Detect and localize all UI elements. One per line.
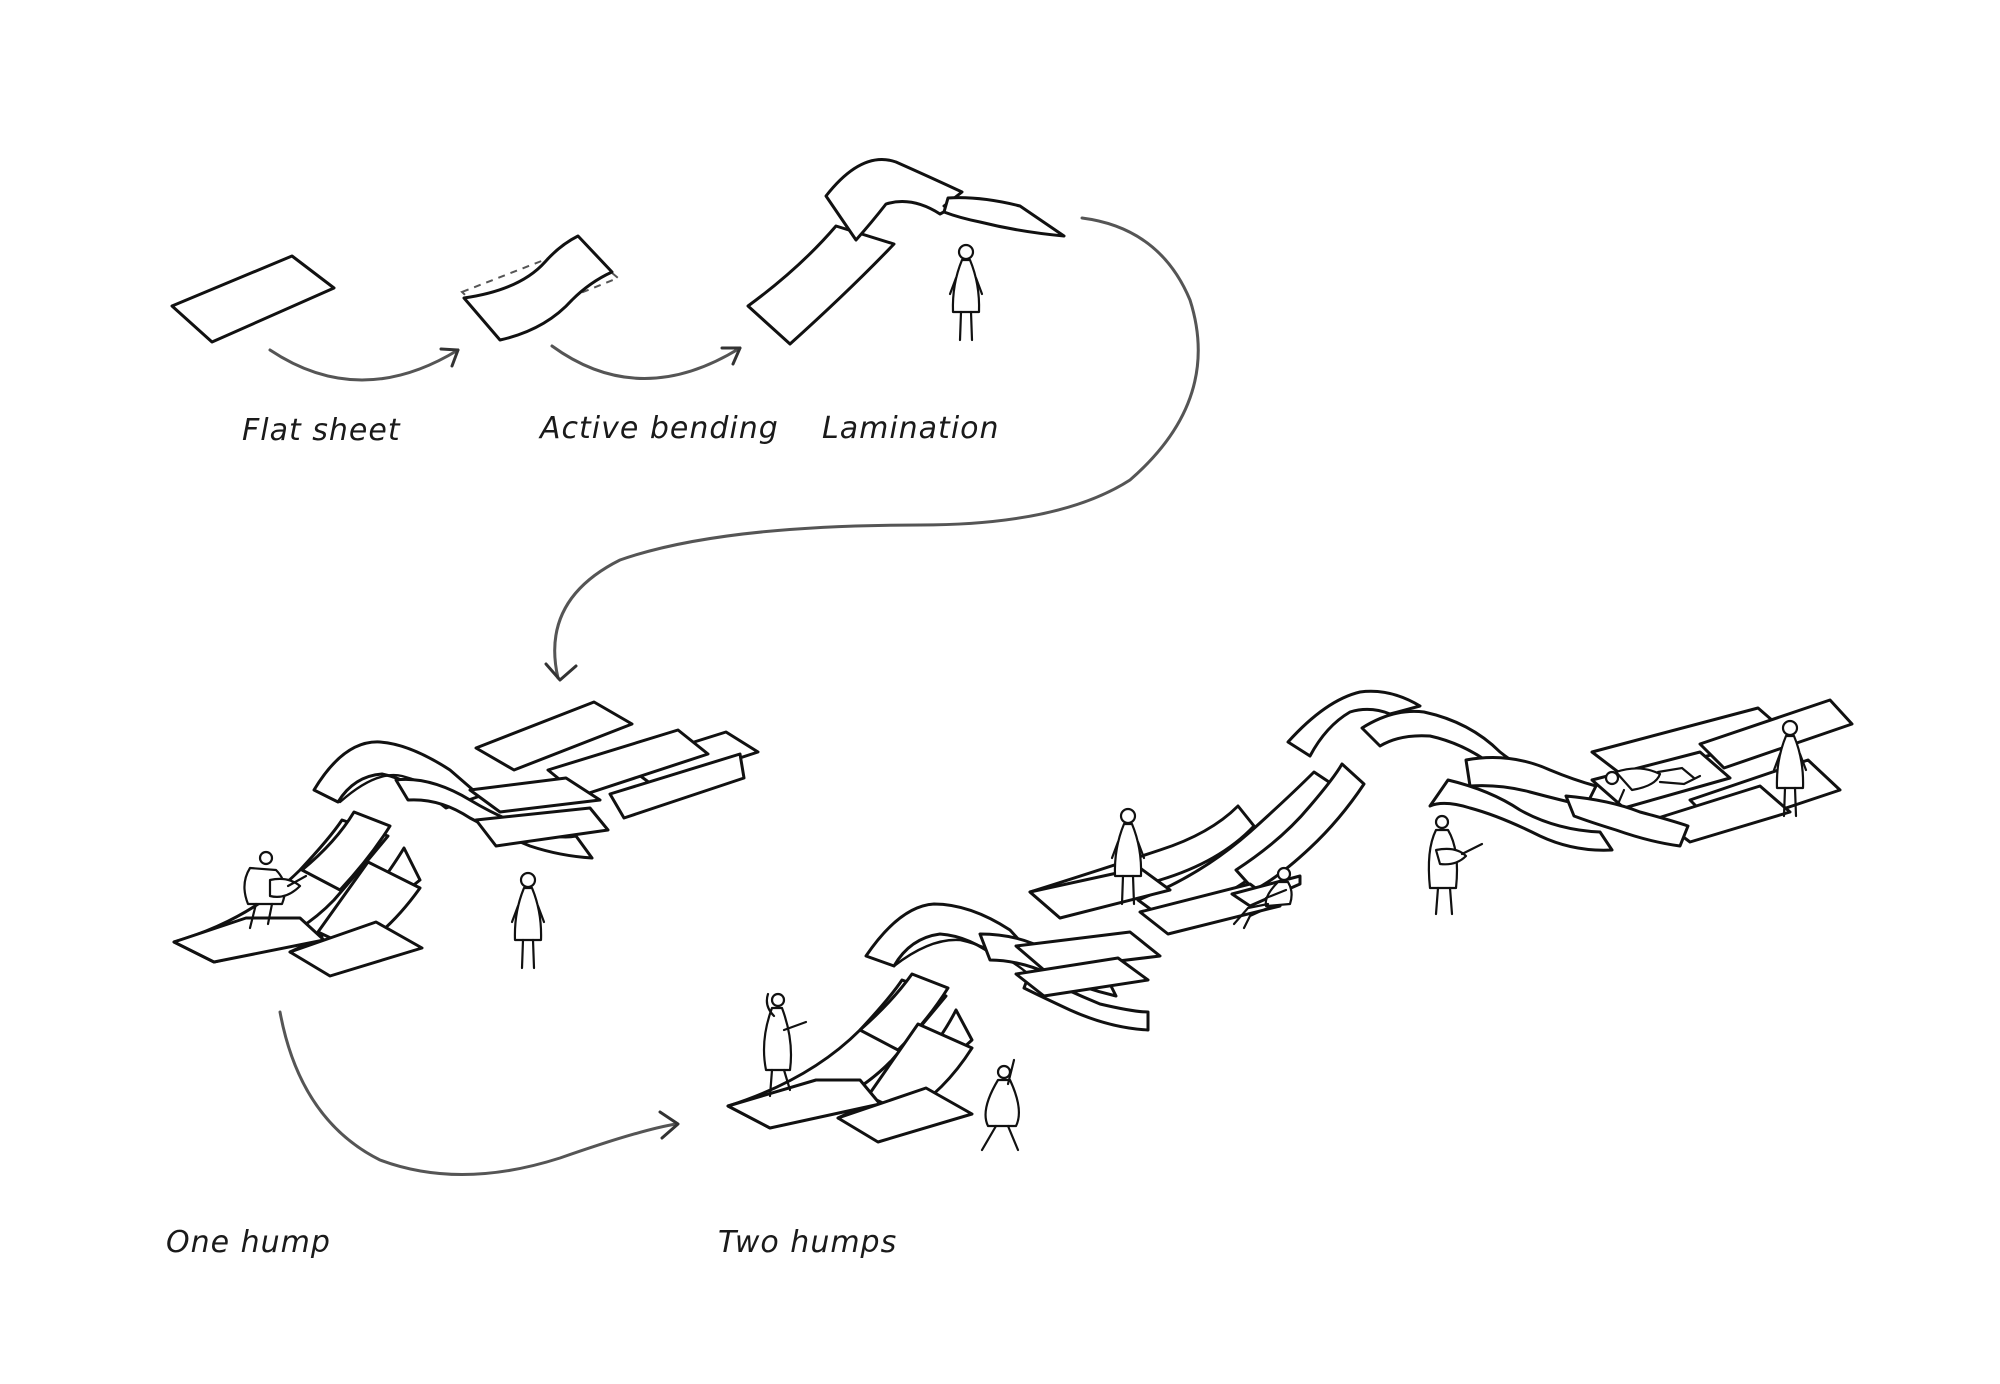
one-hump-illustration <box>172 700 760 978</box>
arrow-flat-to-bending <box>268 347 460 382</box>
standing-guitarist-figure <box>1427 814 1484 916</box>
waving-figure <box>980 1058 1021 1152</box>
two-humps-illustration <box>726 689 1854 1152</box>
reclining-figure <box>1604 766 1702 806</box>
guitarist-figure <box>243 850 308 930</box>
label-lamination: Lamination <box>822 411 1000 446</box>
arrow-bending-to-lamination <box>550 344 742 380</box>
label-flat-sheet: Flat sheet <box>242 413 401 448</box>
arrow-lamination-to-one-hump <box>544 216 1200 682</box>
label-active-bending: Active bending <box>538 411 779 446</box>
active-bending-illustration <box>460 234 620 342</box>
arrow-one-hump-to-two-humps <box>278 1010 680 1176</box>
flat-sheet-illustration <box>170 254 336 344</box>
lamination-illustration <box>746 158 1066 346</box>
label-one-hump: One hump <box>166 1225 331 1260</box>
label-two-humps: Two humps <box>718 1225 897 1260</box>
dancing-figure <box>762 992 808 1098</box>
sitting-figure <box>1232 866 1293 930</box>
